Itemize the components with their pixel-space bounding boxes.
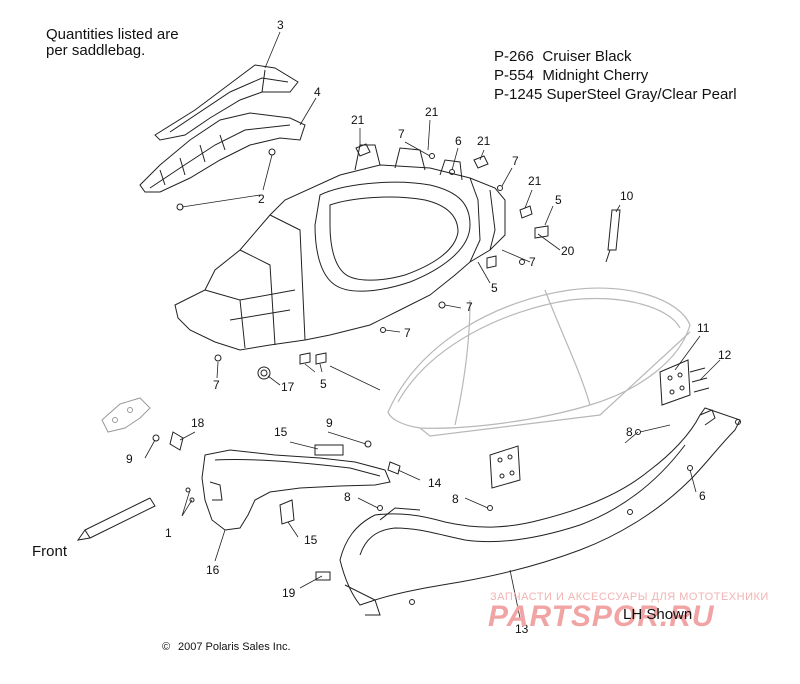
callout-7e: 7 (404, 326, 411, 340)
callout-16: 16 (206, 563, 220, 577)
callout-15b: 15 (304, 533, 318, 547)
callout-6b: 6 (699, 489, 706, 503)
callout-7a: 7 (398, 127, 405, 141)
callout-1: 1 (165, 526, 172, 540)
watermark-tagline: ЗАПЧАСТИ И АКСЕССУАРЫ ДЛЯ МОТОТЕХНИКИ (490, 591, 769, 603)
watermark-brand: PARTSPOR.RU (488, 600, 715, 633)
callout-21d: 21 (528, 174, 542, 188)
part-4-trim (139, 112, 306, 211)
callout-3: 3 (277, 18, 284, 32)
part-3-trim (154, 64, 299, 141)
callout-2: 2 (258, 192, 265, 206)
callout-20: 20 (561, 244, 575, 258)
callout-7d: 7 (466, 300, 473, 314)
part-11-bracket (659, 359, 691, 406)
callout-8c: 8 (452, 492, 459, 506)
callout-14: 14 (428, 476, 442, 490)
callout-15a: 15 (274, 425, 288, 439)
callout-6a: 6 (455, 134, 462, 148)
callout-21c: 21 (477, 134, 491, 148)
callout-11: 11 (697, 321, 710, 335)
quantity-note-line2: per saddlebag. (46, 42, 146, 59)
part-12-bolts (689, 367, 710, 393)
callout-18: 18 (191, 416, 205, 430)
callout-10: 10 (620, 189, 634, 203)
leader-lines (144, 31, 721, 619)
callout-7f: 7 (213, 378, 220, 392)
part-19-sticker (315, 571, 331, 581)
callout-5b: 5 (491, 281, 498, 295)
part-16-front-panel (201, 449, 391, 531)
front-label: Front (32, 543, 68, 560)
part-15-stickers (279, 444, 344, 525)
lh-shown-label: LH Shown (623, 606, 693, 623)
callout-7c: 7 (529, 255, 536, 269)
callout-7b: 7 (512, 154, 519, 168)
legend-item-2: P-554 Midnight Cherry (494, 67, 649, 84)
part-13-side-panel (339, 407, 741, 616)
callout-21a: 21 (351, 113, 365, 127)
callout-8a: 8 (626, 425, 633, 439)
callout-5a: 5 (555, 193, 562, 207)
saddlebag-lid (387, 287, 691, 437)
callout-9b: 9 (326, 416, 333, 430)
callout-4: 4 (314, 85, 321, 99)
callout-17: 17 (281, 380, 295, 394)
legend-item-1: P-266 Cruiser Black (494, 48, 632, 65)
callout-21b: 21 (425, 105, 439, 119)
callout-5c: 5 (320, 377, 327, 391)
callout-13: 13 (515, 622, 529, 636)
front-arrow (76, 497, 156, 541)
callout-9a: 9 (126, 452, 133, 466)
saddlebag-body (174, 144, 506, 351)
legend-item-3: P-1245 SuperSteel Gray/Clear Pearl (494, 86, 737, 103)
callout-8b: 8 (344, 490, 351, 504)
callout-19: 19 (282, 586, 296, 600)
part-10-strut (605, 209, 621, 263)
copyright-text: 2007 Polaris Sales Inc. (178, 641, 291, 653)
bracket-lower (489, 445, 521, 489)
copyright-symbol: © (162, 641, 171, 653)
rear-bracket (101, 397, 151, 433)
callout-12: 12 (718, 348, 732, 362)
small-hardware (152, 143, 641, 511)
quantity-note-line1: Quantities listed are (46, 26, 179, 43)
